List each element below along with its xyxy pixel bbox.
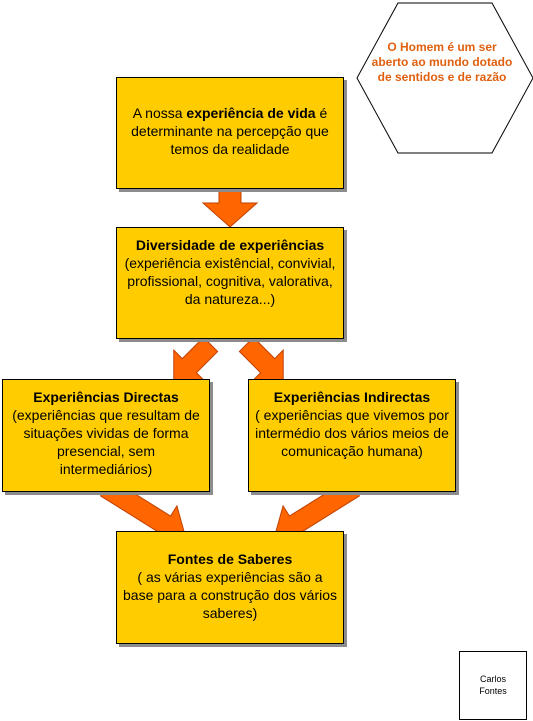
indirectas-body: ( experiências que vivemos por intermédi… (255, 407, 449, 459)
fontes-title: Fontes de Saberes (167, 551, 293, 567)
directas-title: Experiências Directas (33, 389, 179, 405)
box-fontes-de-saberes: Fontes de Saberes ( as várias experiênci… (116, 531, 344, 644)
box-diversidade: Diversidade de experiências (experiência… (116, 227, 344, 339)
vida-text-pre: A nossa (132, 105, 187, 121)
box-experiencias-directas: Experiências Directas (experiências que … (2, 379, 210, 492)
arrow-to-directas (173, 336, 219, 382)
box-experiencias-indirectas: Experiências Indirectas ( experiências q… (248, 379, 456, 492)
vida-text-post: é determinante na percepção que temos da… (131, 105, 329, 157)
hexagon-text: O Homem é um ser aberto ao mundo dotado … (371, 40, 513, 84)
box-experiencia-de-vida: A nossa experiência de vida é determinan… (116, 77, 344, 189)
indirectas-title: Experiências Indirectas (273, 389, 431, 405)
diversidade-title: Diversidade de experiências (135, 237, 325, 253)
directas-body: (experiências que resultam de situações … (12, 407, 200, 477)
vida-text-bold: experiência de vida (186, 105, 316, 121)
author-line1: Carlos (479, 674, 506, 684)
author-line2: Fontes (479, 686, 507, 696)
fontes-body: ( as várias experiências são a base para… (123, 569, 338, 621)
diversidade-body: (experiência existêncial, convivial, pro… (124, 255, 336, 307)
author-box: Carlos Fontes (459, 651, 527, 720)
